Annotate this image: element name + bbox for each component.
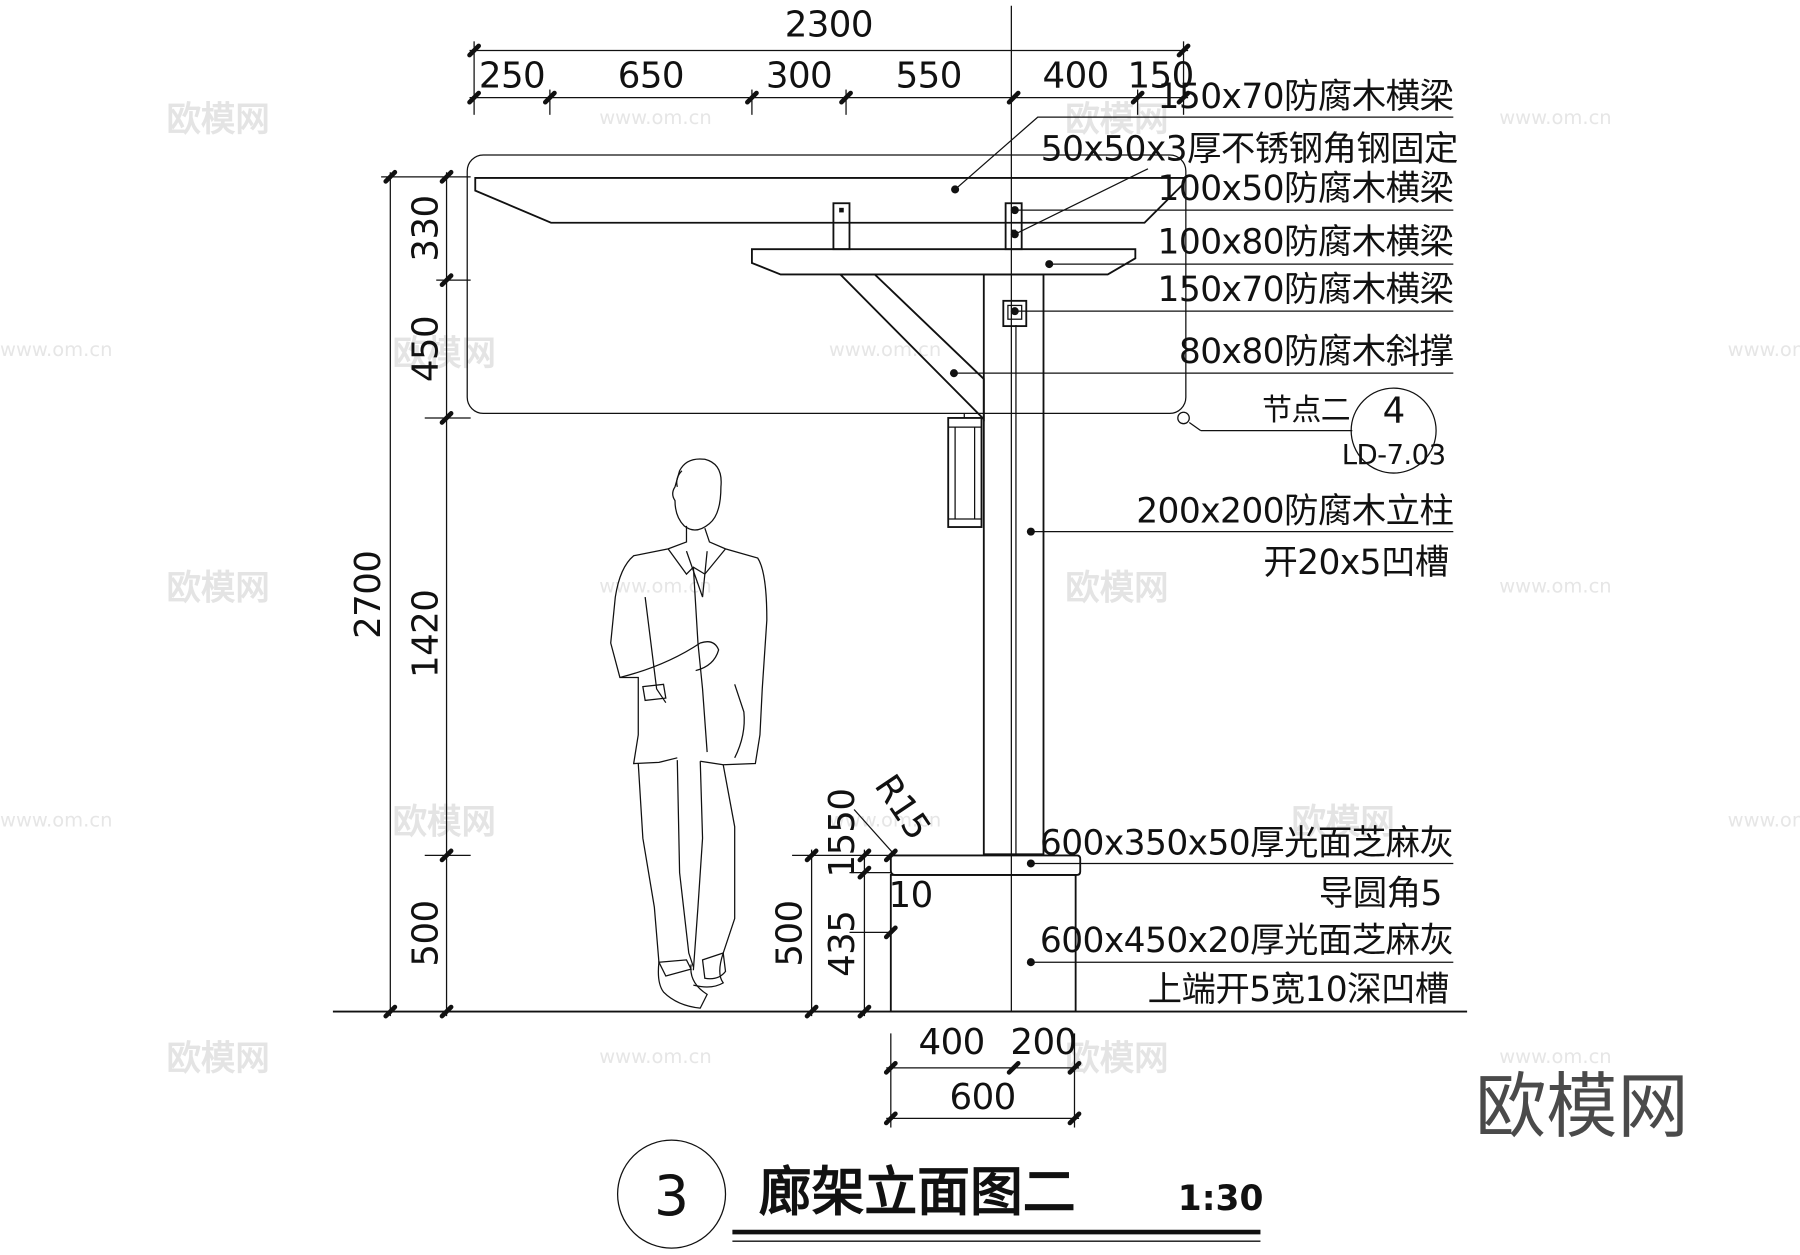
watermark-url: www.om.cn (599, 1045, 711, 1068)
pergola-structure (466, 5, 1187, 1013)
watermark: 欧模网 (393, 803, 496, 843)
watermark-url: www.om.cn (1728, 809, 1800, 832)
label-beam-100x50: 100x50防腐木横梁 (1158, 169, 1454, 209)
watermark-url: www.om.cn (1728, 338, 1800, 361)
watermark: 欧模网 (1291, 803, 1394, 843)
drawing-number-circle (616, 1139, 727, 1249)
column (982, 273, 1045, 856)
detail-reference: 节点二 4 LD-7.03 (1262, 387, 1446, 474)
drawing-number: 3 (654, 1164, 689, 1228)
drawing-title: 廊架立面图二 (759, 1162, 1076, 1223)
dim-top-segment: 250 (479, 55, 545, 96)
dim-bottom-segment: 400 (919, 1022, 985, 1063)
detail-ref-sheet: LD-7.03 (1342, 439, 1446, 471)
watermark: 欧模网 (1065, 100, 1168, 140)
dim-top-segment: 550 (896, 55, 962, 96)
dim-top-segment: 650 (618, 55, 684, 96)
label-column-groove: 开20x5凹槽 (1263, 543, 1449, 583)
dim-top-total: 2300 (785, 5, 873, 46)
watermark-url: www.om.cn (0, 809, 112, 832)
beam-holder (1002, 299, 1028, 328)
dim-base-groove: 10 (889, 875, 933, 916)
detail-ref-circle (1350, 387, 1437, 474)
dim-base-small: 15 (822, 833, 863, 877)
diagonal-brace (838, 273, 985, 422)
dim-top-segment: 300 (766, 55, 832, 96)
detail-ref-number: 4 (1383, 391, 1405, 432)
dim-base-height: 500 (769, 900, 810, 966)
label-angle-steel: 50x50x3厚不锈钢角钢固定 (1041, 130, 1458, 170)
title-block: 3 廊架立面图二 1:30 (616, 1139, 1264, 1249)
label-beam-150x70: 150x70防腐木横梁 (1158, 270, 1454, 310)
label-base-slab-fillet: 导圆角5 (1319, 874, 1442, 914)
base-slab (889, 854, 1082, 876)
detail-outline (466, 154, 1187, 414)
lantern (947, 417, 983, 528)
watermark: 欧模网 (166, 568, 269, 608)
label-top-beam: 150x70防腐木横梁 (1158, 77, 1454, 117)
dim-bottom-total: 600 (950, 1077, 1016, 1118)
watermark-url: www.om.cn (1499, 106, 1611, 129)
dim-top-segment: 150 (1127, 55, 1193, 96)
base-dimensions: 500 435 15 50 10 R15 (769, 767, 938, 1019)
label-base-block-groove: 上端开5宽10深凹槽 (1148, 970, 1449, 1010)
watermark-url: www.om.cn (1499, 574, 1611, 597)
label-brace: 80x80防腐木斜撑 (1179, 332, 1454, 372)
left-dimensions: 2700 330 450 1420 500 (348, 169, 471, 1019)
bottom-dimensions: 400 200 600 (883, 1022, 1082, 1128)
dim-left-total: 2700 (348, 551, 389, 639)
watermark-url: www.om.cn (829, 809, 941, 832)
top-beam (474, 177, 1185, 224)
dim-base-small: 50 (822, 789, 863, 833)
dim-left-segment: 450 (405, 316, 446, 382)
label-base-slab: 600x350x50厚光面芝麻灰 (1040, 823, 1453, 863)
base-block (889, 874, 1077, 1013)
watermark: 欧模网 (393, 334, 496, 374)
watermark: 欧模网 (166, 1039, 269, 1079)
top-dimensions: 2300 250 650 300 550 400 150 (467, 5, 1194, 115)
watermark-url: www.om.cn (599, 106, 711, 129)
dim-top-segment: 400 (1043, 55, 1109, 96)
material-labels: 150x70防腐木横梁 50x50x3厚不锈钢角钢固定 100x50防腐木横梁 … (1040, 77, 1459, 1010)
watermarks: 欧模网 www.om.cn 欧模网 www.om.cn www.om.cn 欧模… (0, 100, 1800, 1079)
dim-base-lower: 435 (822, 911, 863, 977)
dim-left-segment: 500 (405, 900, 446, 966)
watermark: 欧模网 (1065, 568, 1168, 608)
label-beam-100x80: 100x80防腐木横梁 (1158, 223, 1454, 263)
label-column: 200x200防腐木立柱 (1136, 491, 1453, 531)
watermark-url: www.om.cn (599, 574, 711, 597)
detail-ref-prefix: 节点二 (1262, 393, 1350, 428)
label-base-block: 600x450x20厚光面芝麻灰 (1040, 921, 1453, 961)
human-figure (610, 458, 768, 1009)
leaders (949, 116, 1454, 967)
dim-left-segment: 1420 (405, 590, 446, 678)
watermark-url: www.om.cn (0, 338, 112, 361)
watermark: 欧模网 (166, 100, 269, 140)
middle-beam (750, 248, 1137, 276)
watermark: 欧模网 (1065, 1039, 1168, 1079)
watermark-url: www.om.cn (1499, 1045, 1611, 1068)
drawing-scale: 1:30 (1178, 1179, 1264, 1219)
dim-bottom-segment: 200 (1010, 1022, 1076, 1063)
brand-watermark: 欧模网 (1475, 1065, 1688, 1148)
watermark-url: www.om.cn (829, 338, 941, 361)
dim-left-segment: 330 (405, 195, 446, 261)
